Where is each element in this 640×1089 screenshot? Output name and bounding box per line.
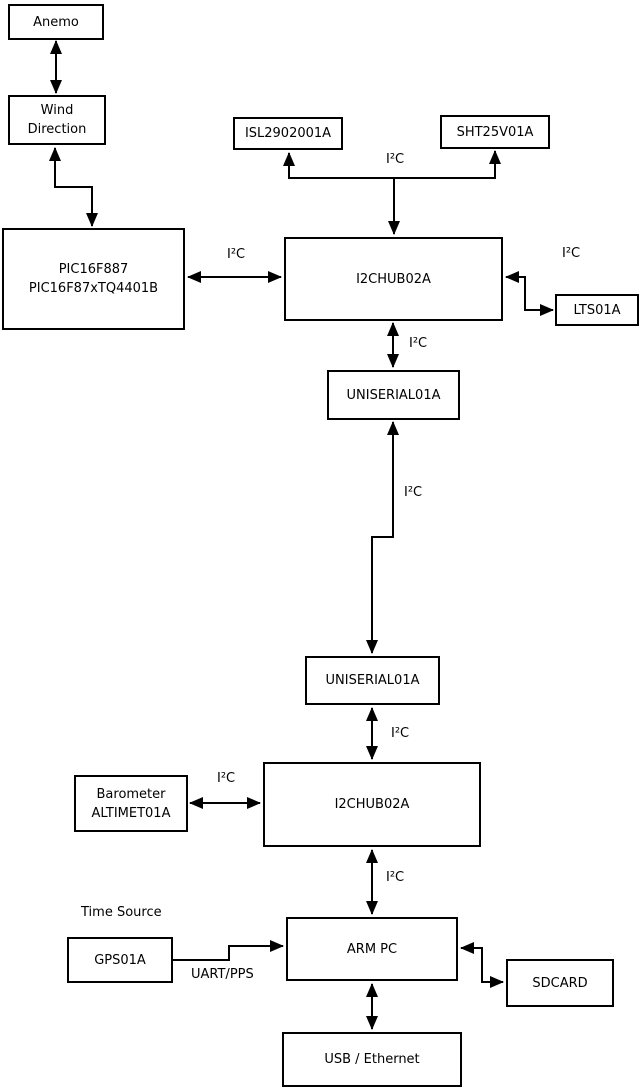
node-uniserial01a-top: UNISERIAL01A [327,370,460,420]
node-label: SDCARD [532,975,588,991]
node-isl2902001a: ISL2902001A [233,117,343,150]
edge-label-i2c-lts: I²C [562,246,581,261]
node-sht25v01a: SHT25V01A [440,115,550,149]
node-i2chub02a-bottom: I2CHUB02A [263,762,481,847]
node-anemo: Anemo [8,4,104,40]
edge-label-i2c-hub2-armpc: I²C [386,870,405,885]
node-label: I2CHUB02A [356,271,431,287]
node-label: PIC16F87xTQ4401B [28,281,159,296]
node-gps01a: GPS01A [67,937,173,983]
node-barometer-altimet01a: Barometer ALTIMET01A [74,775,188,832]
node-label: UNISERIAL01A [325,673,420,688]
node-label: UNISERIAL01A [346,387,441,403]
edge-label-i2c-barometer: I²C [217,771,236,786]
node-i2chub02a-top: I2CHUB02A [284,237,503,321]
node-pic16f887: PIC16F887 PIC16F87xTQ4401B [2,228,185,330]
node-label: Anemo [33,14,79,30]
edge-label-uart-pps: UART/PPS [191,967,254,982]
node-sdcard: SDCARD [506,959,614,1007]
node-arm-pc: ARM PC [286,917,458,981]
node-label: GPS01A [94,952,146,968]
node-label: USB / Ethernet [324,1052,420,1067]
node-label: ARM PC [346,941,398,957]
node-lts01a: LTS01A [555,294,639,326]
node-uniserial01a-bottom: UNISERIAL01A [305,656,440,705]
node-wind-direction: Wind Direction [8,95,106,145]
node-label: Direction [27,122,87,137]
node-label: SHT25V01A [456,124,534,140]
node-label: LTS01A [573,302,621,318]
edge-label-i2c-long-link: I²C [404,485,423,500]
node-label: ISL2902001A [244,126,332,141]
node-label: PIC16F887 [58,262,129,277]
edge-label-i2c-pic-hub: I²C [227,247,246,262]
label-time-source: Time Source [81,905,162,920]
edge-label-i2c-uniserial-hub2: I²C [391,726,410,741]
node-usb-ethernet: USB / Ethernet [282,1032,462,1087]
node-label: Barometer [96,786,166,802]
edge-label-i2c-top-bus: I²C [386,152,405,167]
node-label: Wind [40,103,74,118]
node-label: ALTIMET01A [91,805,171,821]
edge-label-i2c-hub-uniserial: I²C [409,336,428,351]
node-label: I2CHUB02A [334,797,410,812]
